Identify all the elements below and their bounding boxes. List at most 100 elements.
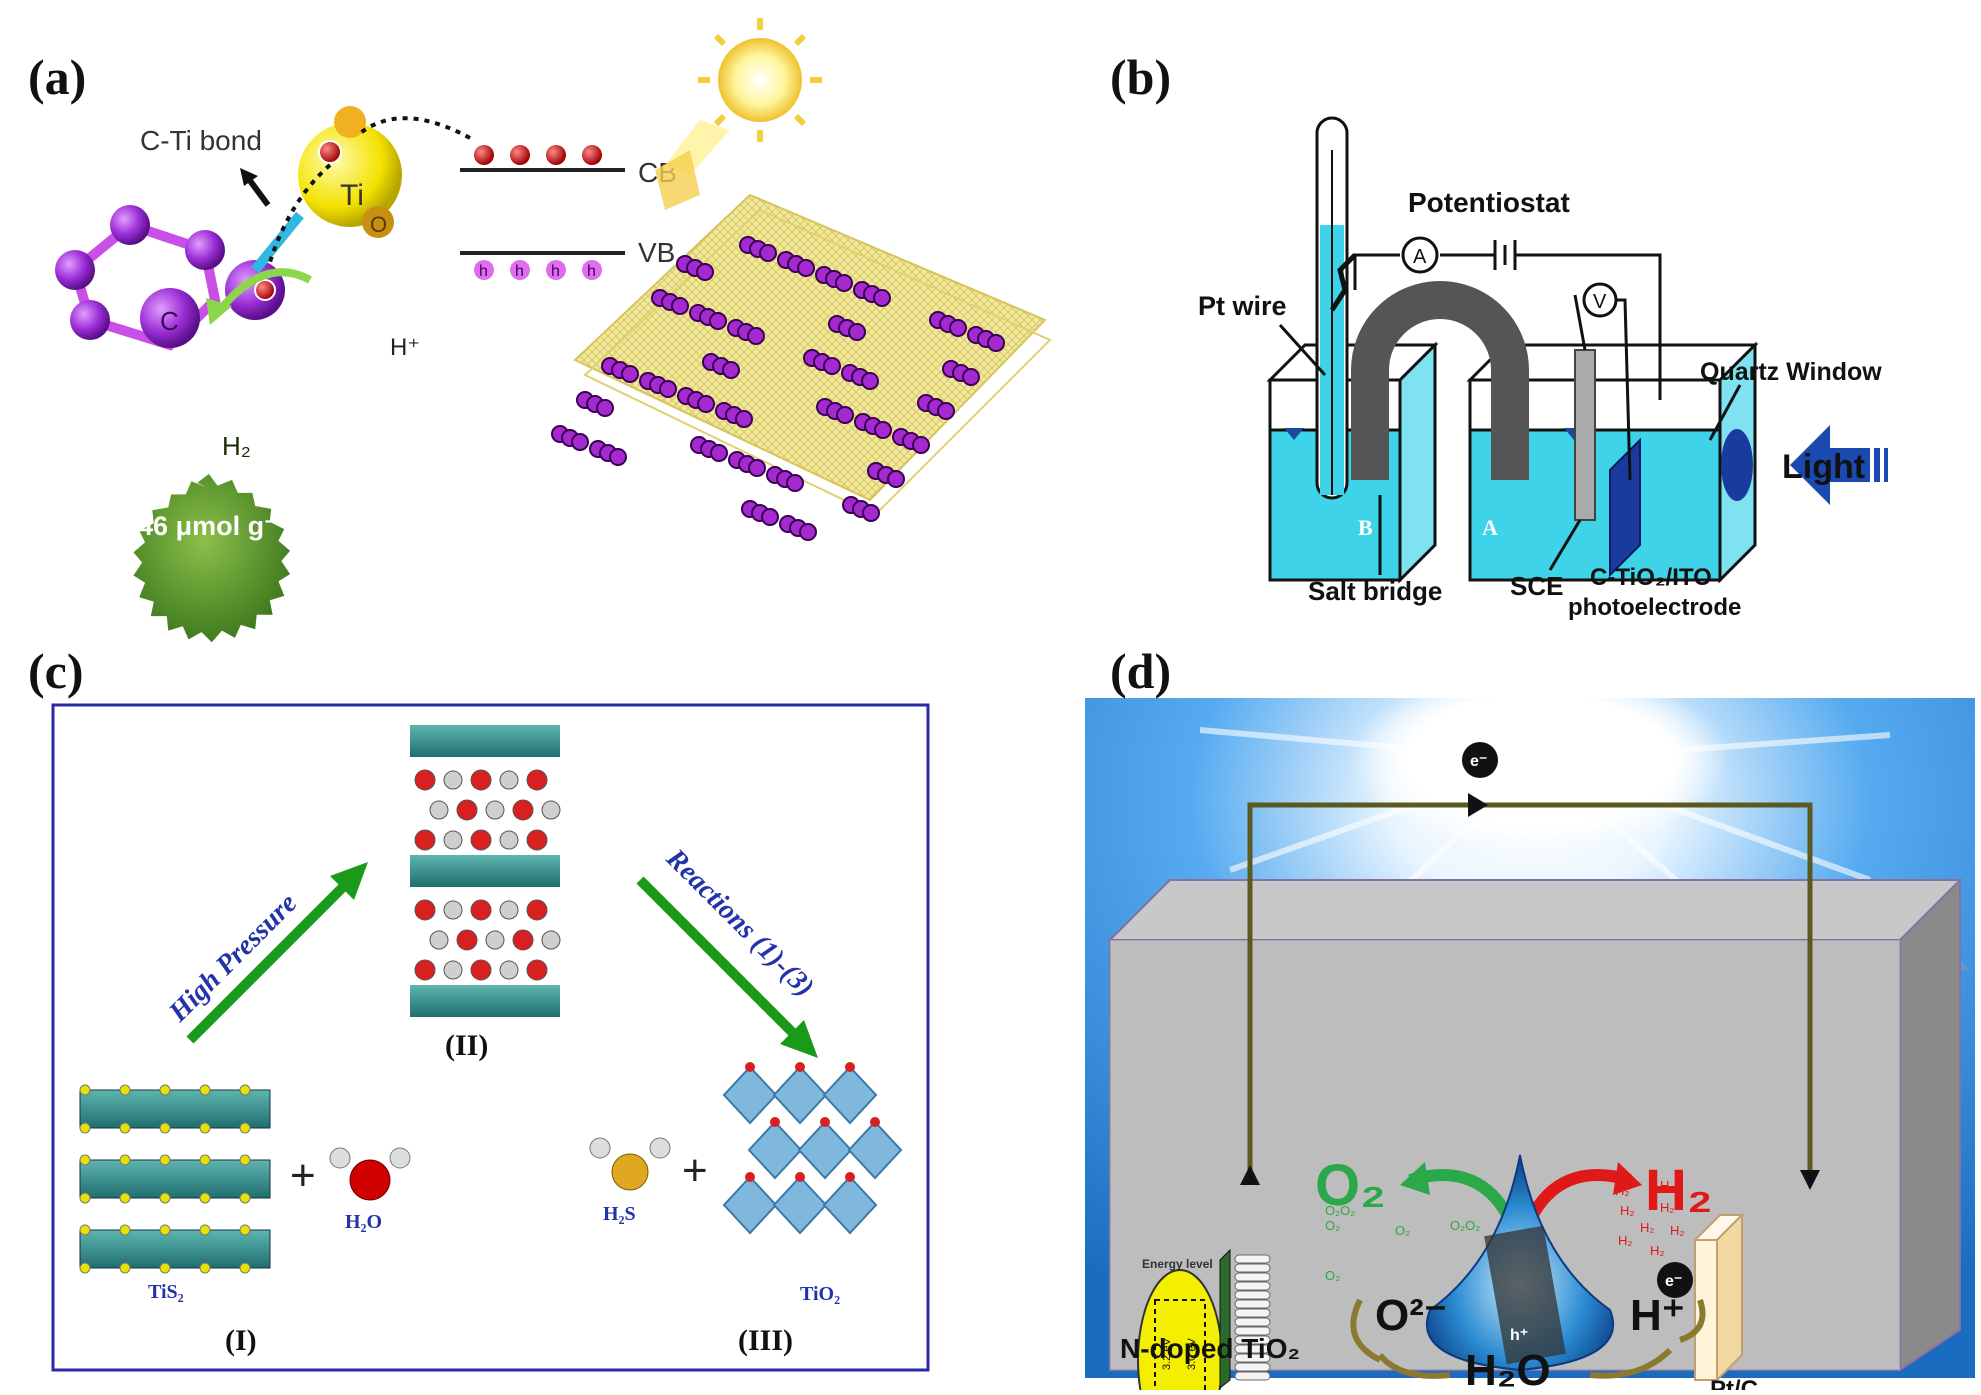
cb-electron bbox=[582, 145, 602, 165]
hydrogen-species-label: H₂ bbox=[1615, 1183, 1629, 1198]
cb-electron bbox=[474, 145, 494, 165]
stage-ii-label: (II) bbox=[445, 1029, 488, 1062]
tio2-octahedron bbox=[747, 1120, 803, 1180]
c-ti-bond bbox=[251, 211, 304, 274]
h2-arrow bbox=[1524, 1169, 1632, 1223]
electron-label: e⁻ bbox=[1470, 753, 1487, 770]
salt-bridge bbox=[1351, 281, 1529, 480]
oxygen-atom bbox=[770, 1117, 780, 1127]
o-label: O bbox=[370, 212, 387, 237]
purple-atom bbox=[786, 474, 804, 492]
gap-left-label: 3.2 eV bbox=[1161, 1338, 1173, 1370]
oxygen-species-label: O₂O₂ bbox=[1325, 1203, 1355, 1218]
potentiostat-label: Potentiostat bbox=[1408, 187, 1570, 218]
carbon-ring: C bbox=[55, 205, 285, 351]
quartz-window-label: Quartz Window bbox=[1700, 358, 1882, 386]
purple-atom bbox=[823, 357, 841, 375]
oxygen-species-label: O₂ bbox=[1325, 1218, 1340, 1233]
purple-atom bbox=[596, 399, 614, 417]
nanotube bbox=[1234, 1362, 1271, 1372]
tio2-octahedron bbox=[772, 1175, 828, 1235]
ptc-rod bbox=[1694, 1239, 1718, 1381]
electrode-label-1: C-TiO₂/ITO bbox=[1590, 564, 1712, 591]
hydrogen-atom bbox=[443, 830, 463, 850]
nanotube bbox=[1234, 1371, 1271, 1381]
purple-atom bbox=[735, 410, 753, 428]
oxygen-atom bbox=[414, 769, 436, 791]
oxygen-atom bbox=[820, 1117, 830, 1127]
hydrogen-atom bbox=[429, 800, 449, 820]
electron-label-2: e⁻ bbox=[1665, 1273, 1682, 1290]
purple-atom bbox=[759, 244, 777, 262]
purple-atom bbox=[671, 297, 689, 315]
oxygen-atom bbox=[456, 929, 478, 951]
potentiostat-circuit bbox=[1353, 240, 1662, 481]
h-plus-label: H⁺ bbox=[390, 334, 420, 361]
purple-atom bbox=[836, 406, 854, 424]
purple-atom bbox=[848, 323, 866, 341]
h-plus-label: H⁺ bbox=[1630, 1291, 1685, 1340]
purple-atom bbox=[887, 470, 905, 488]
voltmeter-icon bbox=[1582, 282, 1618, 318]
vb-hole bbox=[546, 260, 566, 280]
hydrogen-species-label: H₂ bbox=[1620, 1203, 1634, 1218]
vb-label: VB bbox=[638, 237, 675, 268]
panel-d: (d) e⁻ bbox=[1070, 640, 1981, 1395]
hydrogen-atom bbox=[485, 930, 505, 950]
oxygen-atom bbox=[456, 799, 478, 821]
panel-a-figure: C C-Ti bond Ti O H⁺ H₂ 3046 μmol g⁻¹ h⁻¹ bbox=[55, 18, 1052, 643]
panel-b: (b) B A Pt wire bbox=[1070, 0, 1981, 660]
oxygen-atom bbox=[470, 899, 492, 921]
nanotube bbox=[1234, 1326, 1271, 1336]
band-diagram: CB h h h h VB bbox=[460, 145, 677, 280]
hydrogen-atom bbox=[541, 800, 561, 820]
hydrogen-species-label: H₂ bbox=[1650, 1243, 1664, 1258]
oxygen-atom bbox=[845, 1172, 855, 1182]
oxygen-atom bbox=[870, 1117, 880, 1127]
circuit-arrow-down bbox=[1800, 1170, 1820, 1190]
hydrogen-atom bbox=[443, 770, 463, 790]
intercalated-structure bbox=[410, 725, 561, 1017]
oxygen-species-label: O₂O₂ bbox=[1450, 1218, 1480, 1233]
n-doped-label: N-doped TiO₂ bbox=[1120, 1333, 1300, 1364]
purple-atom bbox=[761, 508, 779, 526]
purple-atom bbox=[697, 395, 715, 413]
ito-plate bbox=[1219, 1248, 1231, 1390]
gap-right-label: 3.0 eV bbox=[1186, 1338, 1198, 1370]
cb-electron bbox=[546, 145, 566, 165]
light-arrow bbox=[1790, 425, 1888, 505]
sce-label: SCE bbox=[1510, 571, 1563, 601]
h2s-label: H₂S bbox=[603, 1203, 636, 1225]
electron-transfer-path-2 bbox=[268, 163, 332, 263]
box-top bbox=[1107, 879, 1963, 941]
oxygen-atom bbox=[745, 1172, 755, 1182]
oxygen-atom bbox=[470, 829, 492, 851]
purple-atom bbox=[861, 372, 879, 390]
purple-atom bbox=[962, 368, 980, 386]
rate-label: 3046 μmol g⁻¹ h⁻¹ bbox=[108, 511, 335, 541]
purple-atom bbox=[937, 402, 955, 420]
nanotube bbox=[1234, 1308, 1271, 1318]
tis2-layers bbox=[79, 1084, 271, 1274]
circuit-arrow-up bbox=[1240, 1165, 1260, 1185]
water-label: H₂O bbox=[1465, 1346, 1551, 1390]
oxygen-atom bbox=[845, 1062, 855, 1072]
purple-atom bbox=[609, 448, 627, 466]
nanotube bbox=[1234, 1317, 1271, 1327]
tio2-label: TiO₂ bbox=[800, 1283, 840, 1305]
oxygen-species: O₂O₂ O₂O₂ O₂ O₂ O₂ bbox=[1325, 1203, 1480, 1283]
purple-atom bbox=[696, 263, 714, 281]
tio2-octahedron bbox=[797, 1120, 853, 1180]
oxygen-atom bbox=[414, 829, 436, 851]
oxygen-atom bbox=[526, 769, 548, 791]
stage-iii-label: (III) bbox=[738, 1324, 793, 1357]
electron-transfer-path bbox=[356, 116, 471, 140]
nanotube-array bbox=[1234, 1254, 1271, 1381]
vb-hole bbox=[474, 260, 494, 280]
panel-c-figure: + H₂O TiS₂ (I) High Pressure (II) Reacti… bbox=[51, 703, 930, 1372]
circulation-arrows bbox=[1350, 1298, 1706, 1379]
ti-atom: Ti O bbox=[298, 106, 402, 238]
hole-label: h bbox=[587, 263, 596, 280]
purple-atom bbox=[748, 459, 766, 477]
purple-atom bbox=[621, 365, 639, 383]
